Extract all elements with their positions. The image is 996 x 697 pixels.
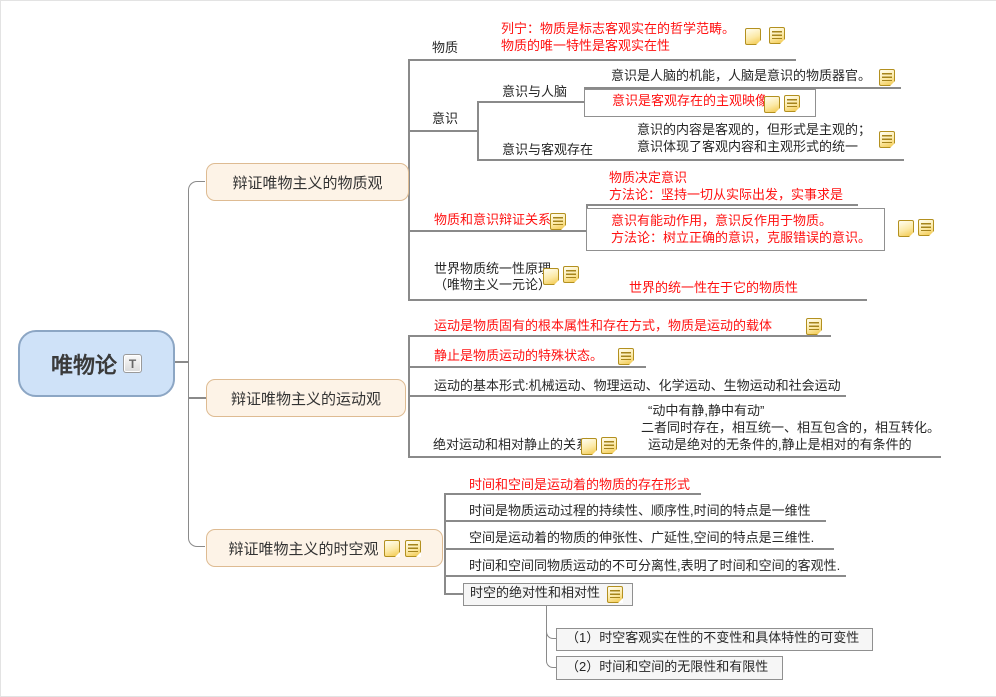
branch-topic-label: 辩证唯物主义的运动观 (230, 390, 381, 408)
topic-underline (584, 87, 901, 89)
notes-icon[interactable] (879, 131, 895, 148)
notes-icon[interactable] (550, 213, 566, 230)
topic-underline (477, 101, 584, 103)
connector-line (444, 493, 446, 593)
topic-time-one-dimension[interactable]: 时间是物质运动过程的持续性、顺序性,时间的特点是一维性 (469, 503, 811, 518)
connector-elbow (188, 181, 205, 547)
branch-topic-matter-view[interactable]: 辩证唯物主义的物质观 (206, 163, 409, 201)
topic-matter-determines-line2[interactable]: 方法论：坚持一切从实际出发，实事求是 (609, 187, 844, 202)
label-icon[interactable] (581, 438, 597, 455)
topic-lenin-line1[interactable]: 列宁：物质是标志客观实在的哲学范畴。 (501, 21, 736, 36)
topic-brain-function[interactable]: 意识是人脑的机能，人脑是意识的物质器官。 (611, 68, 872, 83)
topic-unity-principle-line2[interactable]: （唯物主义一元论） (434, 277, 552, 292)
topic-box-active-role[interactable] (586, 208, 885, 251)
topic-underline (408, 230, 586, 232)
label-icon[interactable] (383, 539, 400, 557)
topic-absolute-relative-relation[interactable]: 绝对运动和相对静止的关系 (433, 437, 590, 452)
topic-underline (408, 456, 941, 458)
topic-infinite-finite[interactable]: （2）时间和空间的无限性和有限性 (566, 659, 769, 674)
topic-underline (408, 366, 646, 368)
topic-underline (408, 335, 831, 337)
notes-icon[interactable] (563, 266, 579, 283)
topic-box-infinite-finite[interactable] (556, 656, 783, 680)
notes-icon[interactable] (918, 219, 934, 236)
label-icon[interactable] (764, 96, 780, 113)
topic-matter[interactable]: 物质 (432, 40, 459, 55)
notes-icon[interactable] (879, 69, 895, 86)
notes-icon[interactable] (784, 95, 800, 112)
topic-motion-stillness-line1[interactable]: “动中有静,静中有动” (648, 403, 765, 418)
topic-consciousness[interactable]: 意识 (432, 111, 459, 126)
branch-topic-label: 辩证唯物主义的时空观 (228, 540, 379, 558)
topic-motion-stillness-line3[interactable]: 运动是绝对的无条件的,静止是相对的有条件的 (648, 437, 912, 452)
topic-absolute-relative-label[interactable]: 时空的绝对性和相对性 (470, 585, 601, 600)
connector-line (477, 101, 479, 160)
topic-box-absolute-relative[interactable] (463, 583, 633, 606)
topic-underline (444, 493, 701, 495)
topic-underline (444, 520, 826, 522)
topic-underline (477, 159, 904, 161)
connector-elbow (546, 604, 557, 668)
branch-topic-spacetime-view[interactable]: 辩证唯物主义的时空观 (206, 529, 443, 567)
connector-line (188, 397, 206, 399)
topic-underline (444, 575, 846, 577)
tag-icon[interactable]: T (123, 354, 142, 373)
topic-underline (408, 395, 846, 397)
label-icon[interactable] (745, 28, 761, 45)
notes-icon[interactable] (607, 586, 623, 603)
topic-stillness-special-state[interactable]: 静止是物质运动的特殊状态。 (434, 348, 604, 363)
topic-active-role-line1[interactable]: 意识有能动作用，意识反作用于物质。 (611, 213, 833, 228)
topic-underline (586, 204, 858, 206)
topic-subjective-image[interactable]: 意识是客观存在的主观映像 (612, 93, 769, 108)
topic-consciousness-objective[interactable]: 意识与客观存在 (502, 142, 594, 157)
topic-unity-principle-line1[interactable]: 世界物质统一性原理 (434, 261, 552, 276)
topic-dialectic-relation[interactable]: 物质和意识辩证关系 (434, 212, 552, 227)
notes-icon[interactable] (601, 437, 617, 454)
root-topic[interactable]: 唯物论 T (18, 330, 175, 397)
topic-motion-attribute[interactable]: 运动是物质固有的根本属性和存在方式，物质是运动的载体 (434, 318, 773, 333)
root-topic-label: 唯物论 (50, 352, 117, 378)
connector-line (444, 593, 463, 595)
topic-motion-stillness-line2[interactable]: 二者同时存在，相互统一、相互包含的，相互转化。 (641, 420, 941, 435)
topic-consciousness-brain[interactable]: 意识与人脑 (502, 84, 568, 99)
branch-topic-motion-view[interactable]: 辩证唯物主义的运动观 (206, 379, 406, 417)
topic-invariance-variability[interactable]: （1）时空客观实在性的不变性和具体特性的可变性 (566, 630, 860, 645)
topic-content-objective-line1[interactable]: 意识的内容是客观的，但形式是主观的； (637, 122, 872, 137)
topic-box-invariance[interactable] (556, 628, 873, 651)
branch-topic-label: 辩证唯物主义的物质观 (232, 174, 383, 192)
topic-underline (408, 299, 867, 301)
label-icon[interactable] (898, 220, 914, 237)
topic-spacetime-objectivity[interactable]: 时间和空间同物质运动的不可分离性,表明了时间和空间的客观性. (469, 558, 841, 573)
topic-space-three-dimension[interactable]: 空间是运动着的物质的伸张性、广延性,空间的特点是三维性. (469, 530, 815, 545)
notes-icon[interactable] (769, 27, 785, 44)
connector-line (171, 361, 189, 363)
notes-icon[interactable] (404, 539, 421, 557)
topic-matter-determines-line1[interactable]: 物质决定意识 (609, 170, 688, 185)
topic-world-materiality[interactable]: 世界的统一性在于它的物质性 (629, 280, 799, 295)
topic-active-role-line2[interactable]: 方法论：树立正确的意识，克服错误的意识。 (611, 230, 872, 245)
label-icon[interactable] (543, 268, 559, 285)
topic-underline (408, 130, 477, 132)
notes-icon[interactable] (806, 318, 822, 335)
topic-underline (444, 548, 834, 550)
topic-spacetime-existence-form[interactable]: 时间和空间是运动着的物质的存在形式 (469, 477, 691, 492)
topic-content-objective-line2[interactable]: 意识体现了客观内容和主观形式的统一 (637, 139, 859, 154)
notes-icon[interactable] (618, 348, 634, 365)
topic-motion-basic-forms[interactable]: 运动的基本形式:机械运动、物理运动、化学运动、生物运动和社会运动 (434, 378, 841, 393)
topic-lenin-line2[interactable]: 物质的唯一特性是客观实在性 (501, 38, 671, 53)
topic-underline (408, 59, 796, 61)
